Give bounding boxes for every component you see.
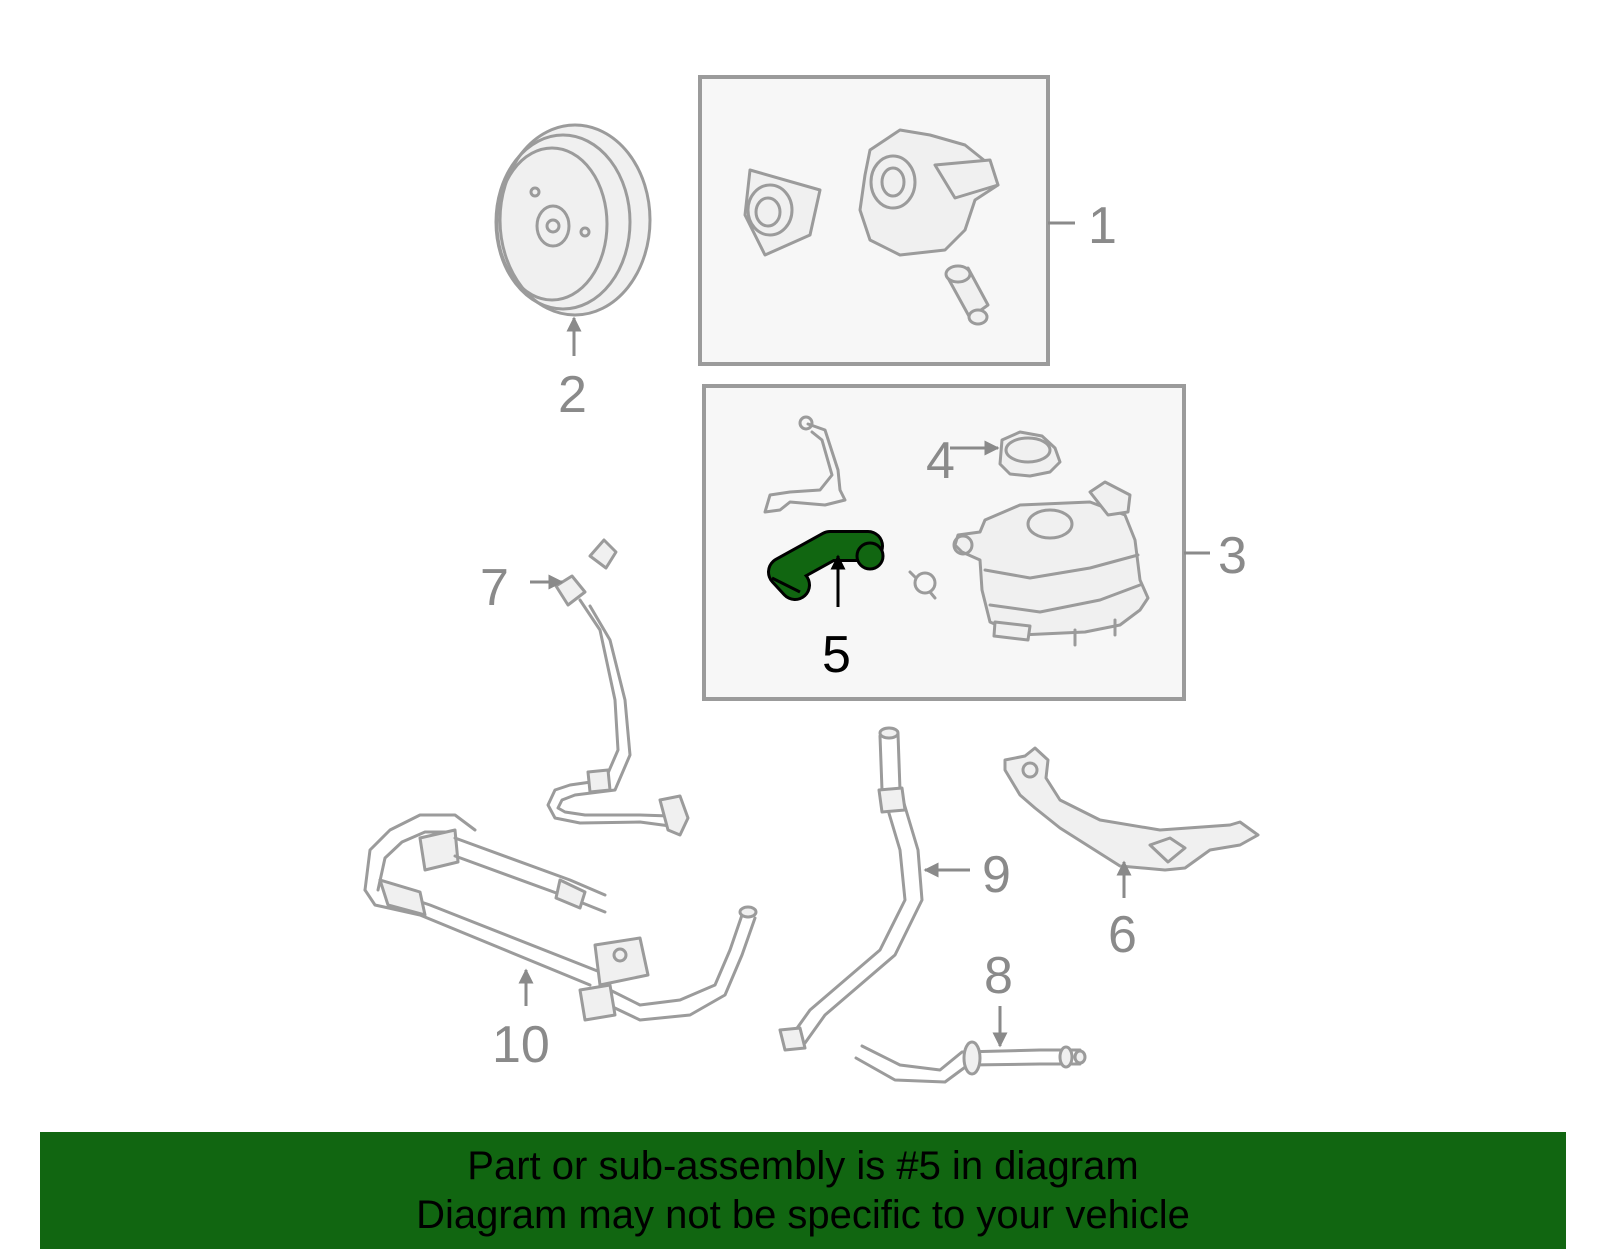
return-hose-drawing xyxy=(778,726,924,1052)
callout-7: 7 xyxy=(480,559,509,617)
callout-4: 4 xyxy=(926,432,955,490)
pump-fitting-drawing xyxy=(944,264,990,326)
callout-2: 2 xyxy=(558,366,587,424)
callout-3: 3 xyxy=(1218,527,1247,585)
callout-1: 1 xyxy=(1088,197,1117,255)
bracket-drawing xyxy=(1003,746,1260,872)
hose-clamp-drawing xyxy=(908,570,937,600)
reservoir-tank-drawing xyxy=(952,480,1150,647)
reservoir-bracket-drawing xyxy=(763,415,847,514)
pump-body-drawing xyxy=(858,128,1000,257)
pressure-line-drawing xyxy=(546,538,690,837)
callout-5: 5 xyxy=(822,626,851,684)
highlighted-hose-part-5[interactable] xyxy=(767,530,885,601)
banner-line-1: Part or sub-assembly is #5 in diagram xyxy=(467,1144,1139,1188)
reservoir-cap-drawing xyxy=(998,430,1062,478)
pump-flange-drawing xyxy=(743,168,822,257)
callout-6: 6 xyxy=(1108,906,1137,964)
callout-10: 10 xyxy=(492,1016,550,1074)
callout-9: 9 xyxy=(982,846,1011,904)
banner-line-2: Diagram may not be specific to your vehi… xyxy=(416,1193,1190,1237)
callout-8: 8 xyxy=(984,947,1013,1005)
disclaimer-banner: Part or sub-assembly is #5 in diagram Di… xyxy=(40,1132,1566,1249)
pulley-drawing xyxy=(494,123,652,317)
small-hose-drawing xyxy=(854,1040,1087,1084)
oil-cooler-drawing xyxy=(363,813,758,1022)
